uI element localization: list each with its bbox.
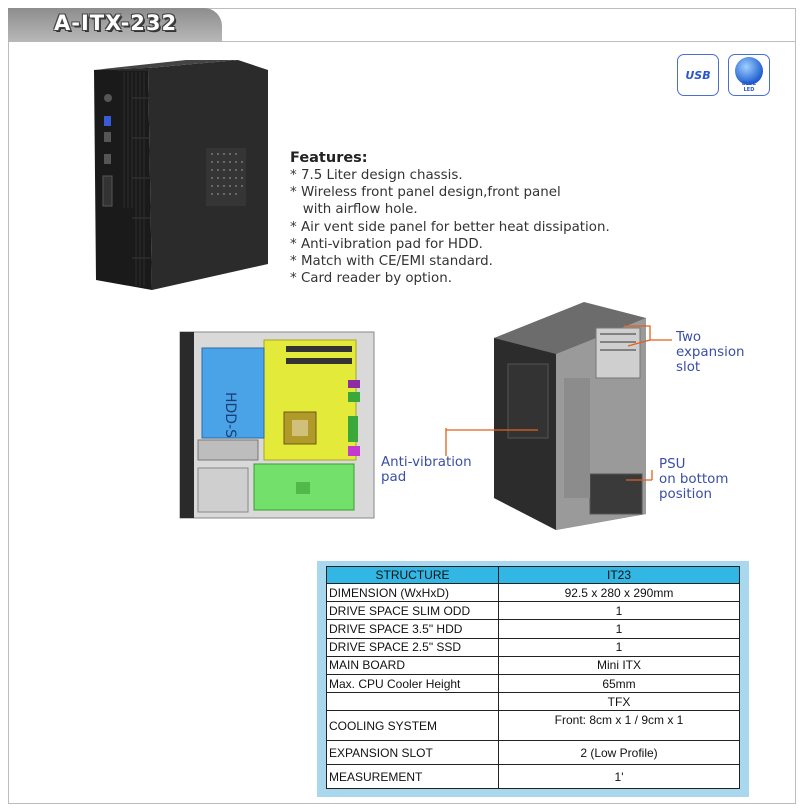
blue-led-icon [735, 57, 763, 85]
feature-item: * Anti-vibration pad for HDD. [290, 236, 483, 252]
led-label-line2: LED [743, 87, 755, 93]
usb-badge: USB [677, 54, 719, 96]
case-interior-photo [494, 302, 646, 530]
feature-item: * 7.5 Liter design chassis. [290, 168, 463, 183]
hdd-label: HDD-S [222, 392, 238, 438]
table-row: TFX [326, 692, 740, 712]
spec-table: STRUCTURE IT23 DIMENSION (WxHxD)92.5 x 2… [326, 566, 740, 790]
features-list: * 7.5 Liter design chassis. * Wireless f… [290, 167, 690, 287]
callout-expansion-slot: Two expansion slot [676, 330, 745, 375]
feature-item: with airflow hole. [290, 202, 418, 218]
table-header-row: STRUCTURE IT23 [326, 566, 740, 584]
page-title: A-ITX-232 [54, 11, 178, 35]
table-header-cell: STRUCTURE [326, 566, 499, 584]
blue-led-badge: BLUE LED [728, 54, 770, 96]
usb-icon: USB [685, 68, 711, 82]
features-section: Features: * 7.5 Liter design chassis. * … [290, 150, 690, 287]
table-header-cell: IT23 [498, 566, 740, 584]
title-tab: A-ITX-232 [8, 8, 222, 42]
callout-psu: PSU on bottom position [659, 457, 729, 502]
feature-item: * Match with CE/EMI standard. [290, 254, 493, 270]
case-front-image [94, 60, 268, 290]
callout-anti-vibration: Anti-vibration pad [381, 455, 472, 485]
led-label-line1: BLUE [741, 81, 757, 87]
feature-item: * Card reader by option. [290, 271, 452, 287]
feature-item: * Wireless front panel design,front pane… [290, 185, 561, 201]
title-divider [222, 41, 796, 42]
features-heading: Features: [290, 150, 368, 166]
case-interior-diagram: HDD-S [179, 331, 375, 519]
table-row: DIMENSION (WxHxD)92.5 x 280 x 290mm [326, 582, 740, 603]
feature-item: * Air vent side panel for better heat di… [290, 219, 610, 235]
